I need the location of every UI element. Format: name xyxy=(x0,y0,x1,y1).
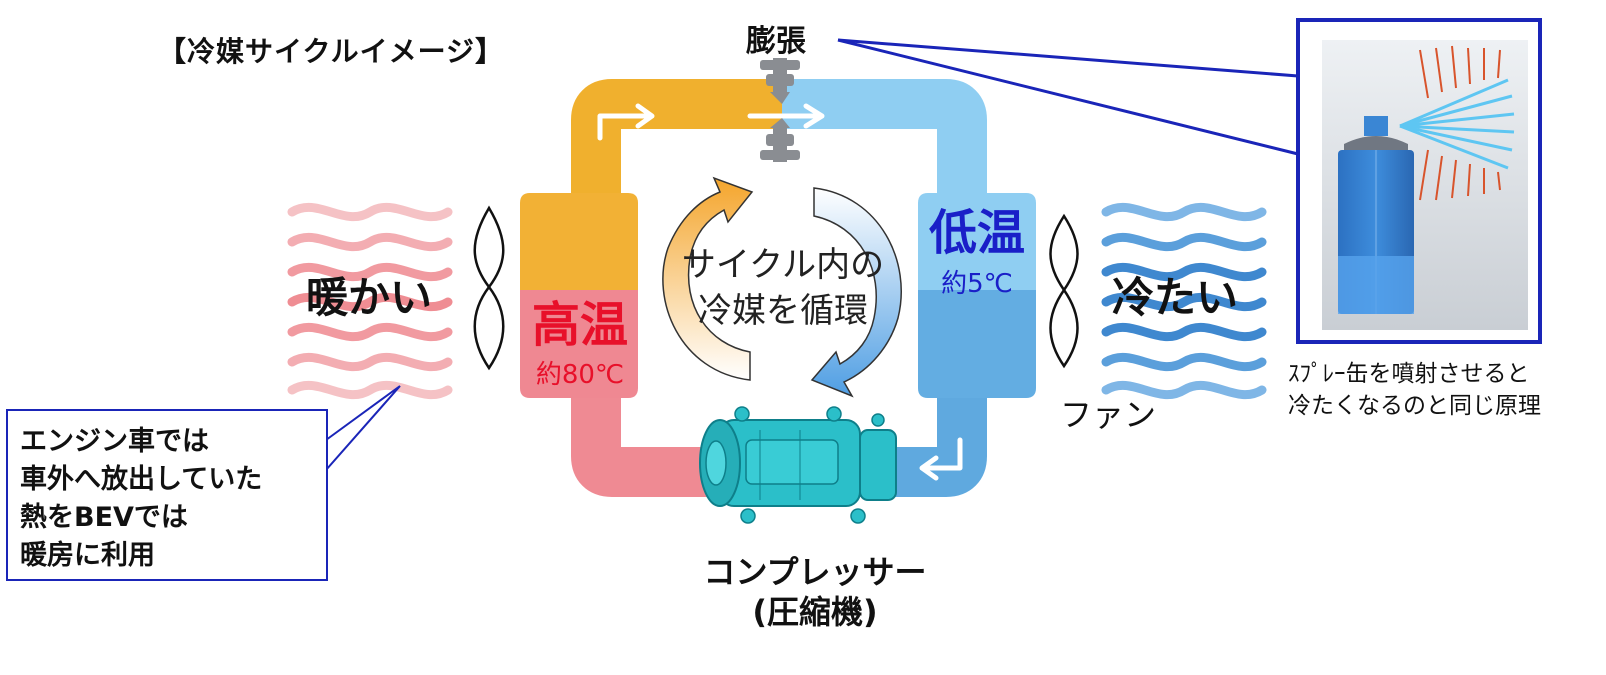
note-line-2: 車外へ放出していた xyxy=(20,464,263,495)
expansion-label: 膨張 xyxy=(746,24,806,59)
spray-connector-lines xyxy=(837,38,1299,156)
center-cycle-text: サイクル内の 冷媒を循環 xyxy=(672,242,894,334)
note-callout-pointer xyxy=(325,385,401,473)
spray-caption-line-1: ｽﾌﾟﾚｰ缶を噴射させると xyxy=(1288,361,1530,387)
cold-temperature: 約5℃ xyxy=(941,269,1013,299)
fan-label: ファン xyxy=(1060,396,1157,434)
circulation-arrow-icon xyxy=(662,176,902,398)
note-line-3: 熱をBEVでは xyxy=(20,502,188,533)
spray-caption: ｽﾌﾟﾚｰ缶を噴射させると 冷たくなるのと同じ原理 xyxy=(1288,358,1541,422)
compressor-label-line-2: (圧縮機) xyxy=(752,593,878,631)
hot-label: 高温 xyxy=(531,297,628,353)
compressor-label-line-1: コンプレッサー xyxy=(703,553,927,591)
spray-illustration-panel xyxy=(1296,18,1542,344)
flow-arrow-icon xyxy=(597,103,963,481)
center-text-line-2: 冷媒を循環 xyxy=(698,291,868,331)
hot-temperature: 約80℃ xyxy=(535,360,625,390)
hot-heat-exchanger xyxy=(520,193,638,398)
spray-can-icon xyxy=(1338,45,1515,314)
cold-heat-exchanger xyxy=(918,193,1036,398)
cold-wave-icon xyxy=(1101,202,1267,400)
heat-wave-icon xyxy=(287,202,453,400)
note-line-1: エンジン車では xyxy=(20,426,209,457)
compressor-icon xyxy=(699,406,897,524)
compressor-label: コンプレッサー (圧縮機) xyxy=(690,552,940,632)
note-callout: エンジン車では 車外へ放出していた 熱をBEVでは 暖房に利用 xyxy=(6,409,328,581)
warm-side-label: 暖かい xyxy=(306,273,433,322)
fan-blade-icon xyxy=(473,205,1079,371)
spray-caption-line-2: 冷たくなるのと同じ原理 xyxy=(1288,393,1541,419)
note-line-4: 暖房に利用 xyxy=(20,540,155,571)
center-text-line-1: サイクル内の xyxy=(681,245,885,285)
cold-label: 低温 xyxy=(928,205,1025,261)
diagram-title: 【冷媒サイクルイメージ】 xyxy=(158,35,505,68)
cold-side-label: 冷たい xyxy=(1112,273,1239,322)
expansion-valve-icon xyxy=(760,58,800,162)
